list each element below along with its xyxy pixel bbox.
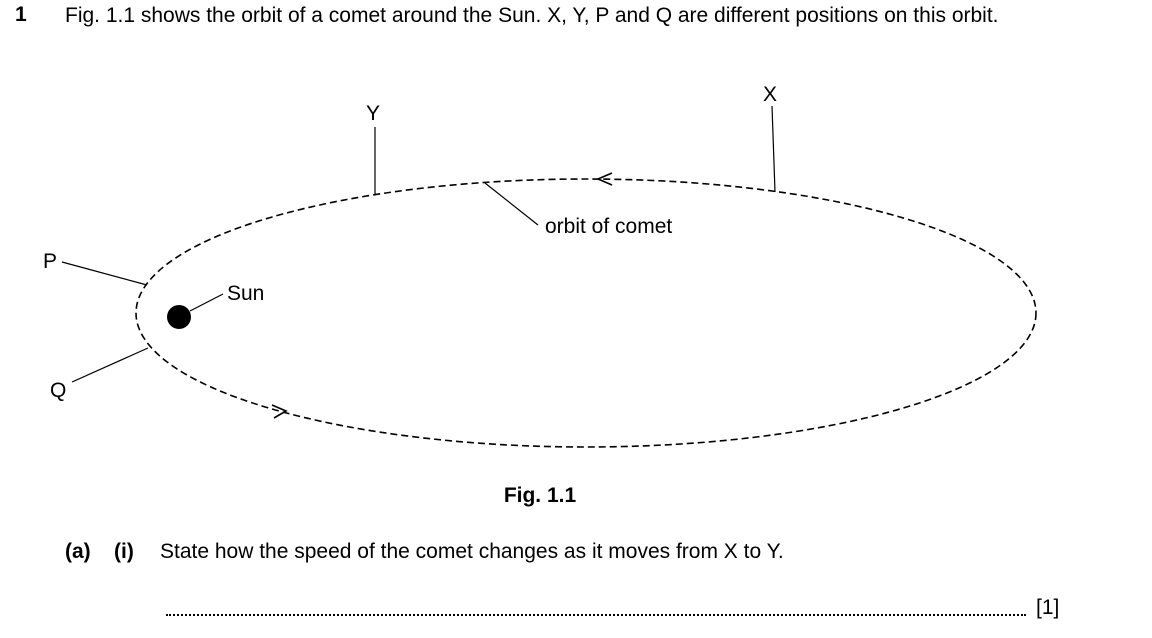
question-intro: Fig. 1.1 shows the orbit of a comet arou… (65, 4, 999, 27)
question-number: 1 (15, 3, 27, 26)
comet-orbit (135, 178, 1037, 448)
figure-caption: Fig. 1.1 (503, 484, 577, 507)
position-q-label: Q (50, 379, 66, 402)
part-a-sub-label: (i) (114, 540, 134, 563)
part-a-question-text: State how the speed of the comet changes… (160, 540, 784, 563)
marks-allocation: [1] (1036, 596, 1060, 619)
position-y-label: Y (366, 102, 380, 125)
sun-label-line (189, 293, 224, 312)
part-a-label: (a) (65, 540, 91, 563)
position-p-line (61, 261, 148, 286)
orbit-arrow-top (595, 172, 613, 186)
orbit-label-line (484, 182, 539, 226)
position-p-label: P (43, 250, 57, 273)
position-x-label: X (763, 83, 777, 106)
position-q-line (71, 347, 149, 383)
sun-label: Sun (227, 282, 264, 305)
sun-icon (167, 305, 191, 329)
answer-line[interactable] (166, 614, 1026, 616)
orbit-arrow-bottom (271, 404, 288, 419)
position-x-line (771, 105, 776, 193)
orbit-label: orbit of comet (545, 215, 672, 238)
